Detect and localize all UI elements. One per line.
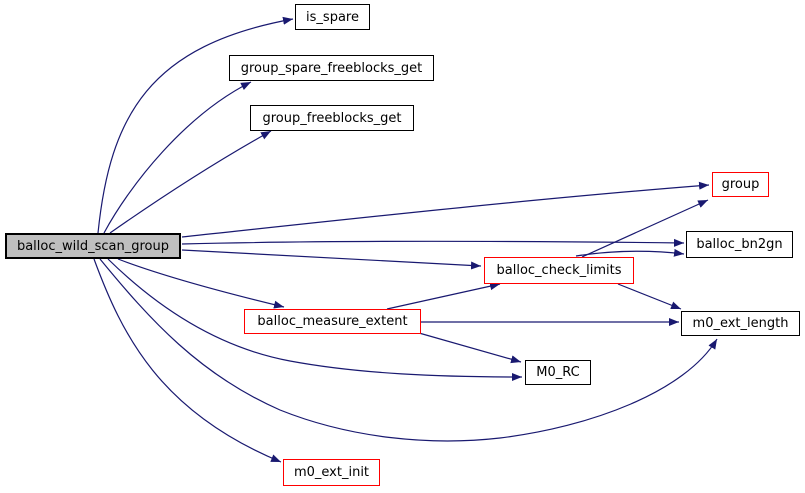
node-m0_ext_init[interactable]: m0_ext_init	[283, 459, 380, 486]
edge-balloc_wild_scan_group-to-balloc_bn2gn	[181, 238, 685, 247]
edge-balloc_check_limits-to-group	[581, 199, 709, 258]
edge-balloc_check_limits-to-m0_ext_length	[617, 283, 682, 310]
node-group[interactable]: group	[712, 172, 769, 197]
node-group_spare_freeblocks_get[interactable]: group_spare_freeblocks_get	[229, 55, 434, 81]
node-group_freeblocks_get[interactable]: group_freeblocks_get	[250, 105, 414, 131]
node-m0_ext_length[interactable]: m0_ext_length	[681, 311, 800, 336]
node-balloc_wild_scan_group: balloc_wild_scan_group	[5, 233, 181, 259]
node-M0_RC[interactable]: M0_RC	[525, 360, 591, 385]
node-balloc_measure_extent[interactable]: balloc_measure_extent	[244, 309, 421, 334]
edge-balloc_wild_scan_group-to-balloc_check_limits	[181, 249, 482, 270]
edge-balloc_wild_scan_group-to-M0_RC	[107, 258, 523, 381]
edge-balloc_wild_scan_group-to-balloc_measure_extent	[117, 258, 285, 309]
edge-balloc_wild_scan_group-to-m0_ext_init	[93, 258, 282, 463]
edge-balloc_measure_extent-to-M0_RC	[418, 332, 522, 364]
edge-balloc_wild_scan_group-to-m0_ext_length	[99, 258, 718, 442]
edge-balloc_wild_scan_group-to-is_spare	[97, 16, 294, 234]
node-balloc_bn2gn[interactable]: balloc_bn2gn	[686, 231, 793, 258]
edge-balloc_check_limits-to-balloc_bn2gn	[575, 248, 685, 257]
edge-balloc_measure_extent-to-balloc_check_limits	[386, 282, 501, 310]
edge-balloc_wild_scan_group-to-group_freeblocks_get	[109, 130, 272, 234]
node-balloc_check_limits[interactable]: balloc_check_limits	[484, 257, 634, 284]
edge-balloc_wild_scan_group-to-group_spare_freeblocks_get	[103, 81, 252, 234]
edge-balloc_wild_scan_group-to-group	[181, 181, 710, 238]
node-is_spare[interactable]: is_spare	[295, 4, 370, 30]
